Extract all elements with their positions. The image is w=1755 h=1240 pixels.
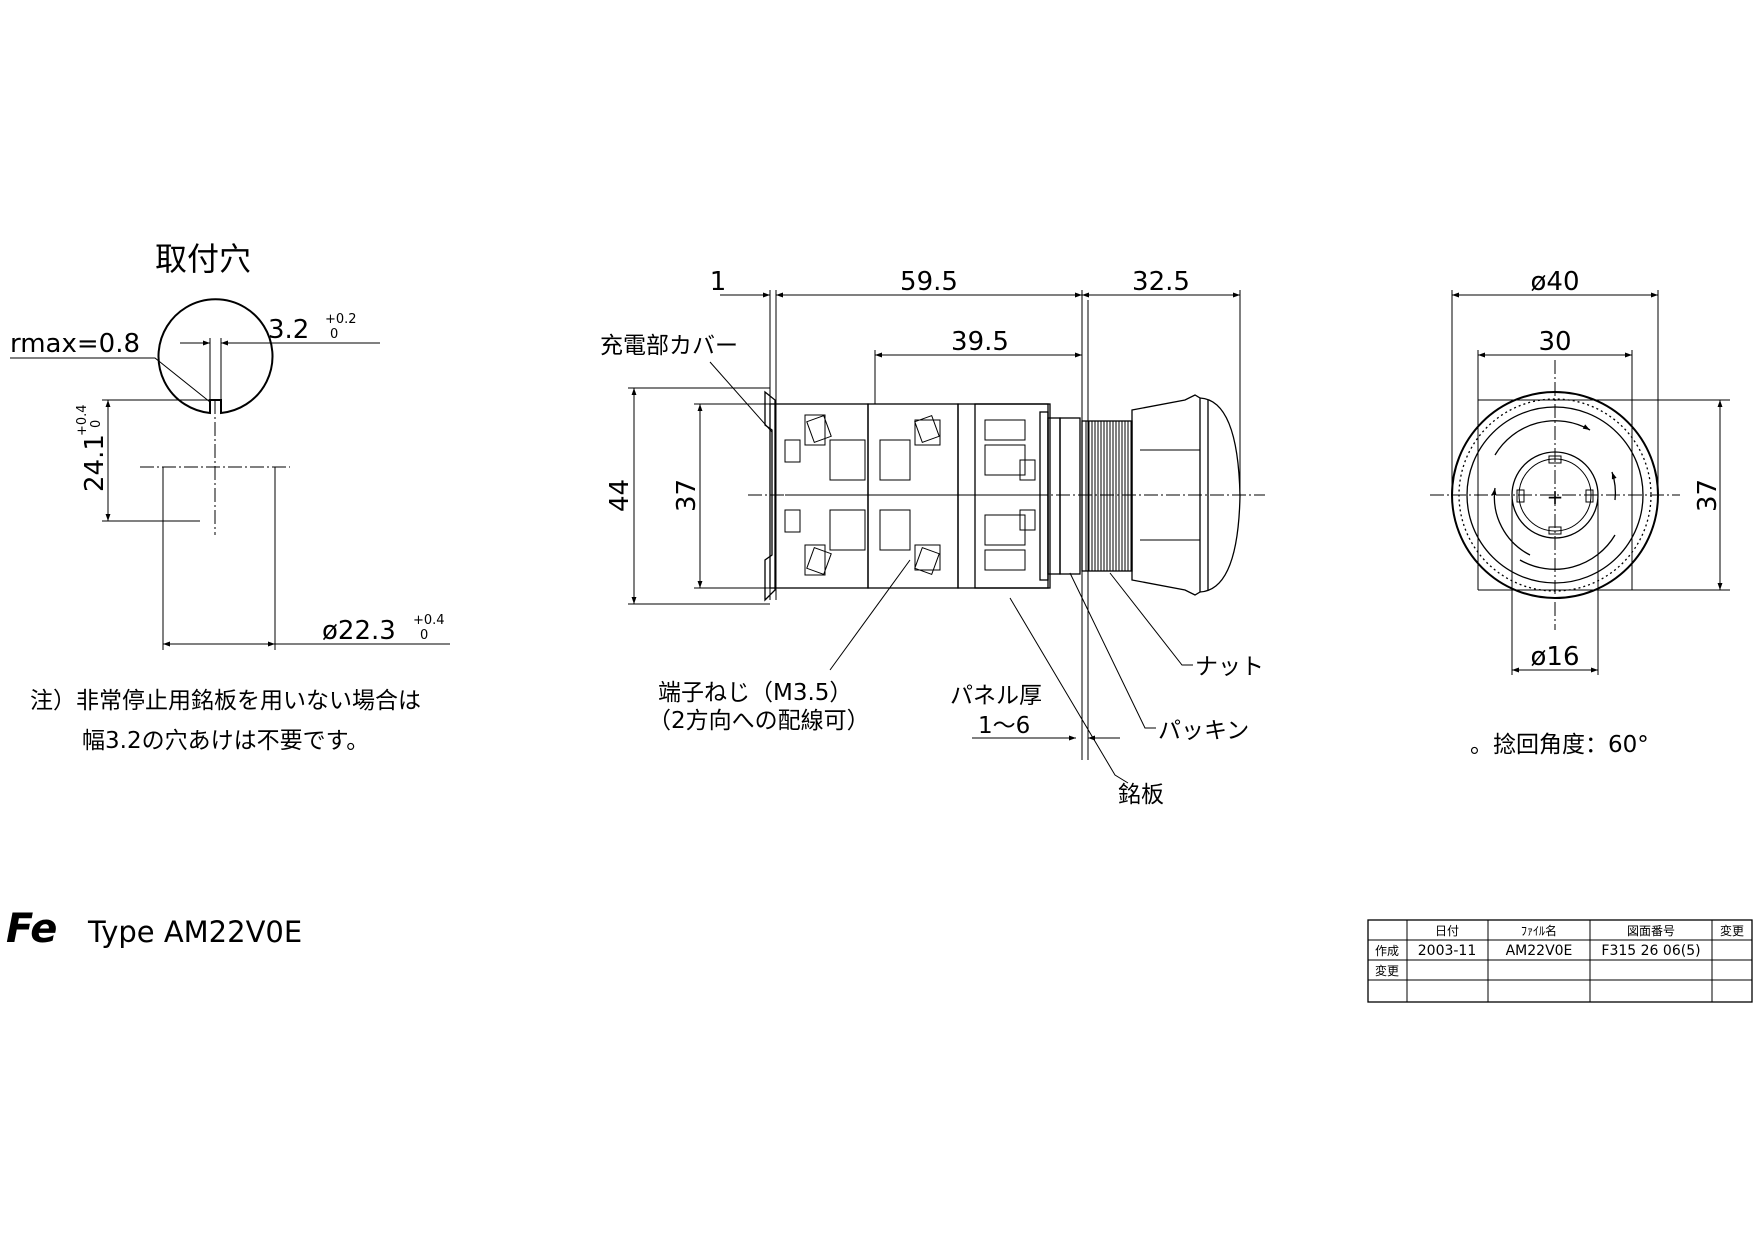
mounting-note-line1: 注）非常停止用銘板を用いない場合は: [30, 688, 421, 714]
mounting-hole-view: 取付穴 rmax=0.8 3.2 +0.2 0 24.1 +0.4 0 ø22.…: [10, 240, 450, 754]
tb-header-drawing: 図面番号: [1627, 924, 1675, 938]
type-label: Type AM22V0E: [87, 915, 302, 949]
tb-row1-file: AM22V0E: [1506, 943, 1573, 959]
dim-30: 30: [1538, 327, 1571, 357]
width-dim: 3.2: [268, 315, 309, 345]
label-plate: 銘板: [1118, 782, 1164, 808]
svg-text:+: +: [1547, 485, 1564, 509]
height-tol-upper: +0.4: [75, 404, 90, 436]
label-screw-2: （2方向への配線可）: [648, 708, 870, 734]
side-view: 1 59.5 32.5 39.5 44 37 充電部カバー 端子ねじ（M3.5）…: [600, 267, 1265, 808]
label-screw-1: 端子ねじ（M3.5）: [658, 680, 852, 706]
nut: [1081, 420, 1133, 572]
width-tol-upper: +0.2: [325, 312, 357, 327]
tb-row1-date: 2003-11: [1418, 943, 1477, 959]
tb-header-date: 日付: [1435, 924, 1459, 938]
tb-row1-label: 作成: [1375, 944, 1399, 958]
front-view: + ø40 30 37 ø16 。捻回角度：60°: [1430, 267, 1730, 758]
dim-32-5: 32.5: [1132, 267, 1190, 297]
rmax-label: rmax=0.8: [10, 329, 140, 359]
dia-dim: ø22.3: [322, 616, 396, 646]
dim-40: ø40: [1531, 267, 1580, 297]
label-nut: ナット: [1195, 654, 1264, 680]
dim-44: 44: [605, 479, 635, 512]
rotation-angle-note: 。捻回角度：60°: [1470, 732, 1649, 758]
brand-block: Fe Type AM22V0E: [6, 906, 302, 952]
mounting-hole-outline: [157, 298, 274, 415]
dim-16: ø16: [1531, 642, 1580, 672]
mounting-note-line2: 幅3.2の穴あけは不要です。: [82, 728, 369, 754]
label-packing: パッキン: [1158, 718, 1249, 744]
dim-1: 1: [710, 267, 727, 297]
dim-37-side: 37: [672, 479, 702, 512]
tb-header-file: ﾌｧｲﾙ名: [1521, 923, 1557, 938]
label-cover: 充電部カバー: [600, 333, 738, 359]
width-tol-lower: 0: [330, 327, 338, 342]
tb-row2-label: 変更: [1375, 963, 1399, 978]
label-panel-1: パネル厚: [950, 683, 1042, 709]
dim-39-5: 39.5: [951, 327, 1009, 357]
tb-header-change: 変更: [1720, 923, 1744, 938]
contact-blocks: [764, 390, 1081, 602]
mounting-title: 取付穴: [155, 240, 251, 278]
fuji-logo: Fe: [6, 906, 57, 952]
title-block: 日付 ﾌｧｲﾙ名 図面番号 変更 作成 2003-11 AM22V0E F315…: [1367, 919, 1753, 1003]
dia-tol-lower: 0: [420, 628, 428, 643]
height-dim: 24.1: [80, 434, 110, 492]
label-panel-2: 1～6: [978, 713, 1030, 739]
height-tol-lower: 0: [89, 420, 104, 428]
dim-59-5: 59.5: [900, 267, 958, 297]
dim-37-front: 37: [1693, 479, 1723, 512]
tb-row1-drawing: F315 26 06(5): [1601, 943, 1700, 959]
dia-tol-upper: +0.4: [413, 613, 445, 628]
